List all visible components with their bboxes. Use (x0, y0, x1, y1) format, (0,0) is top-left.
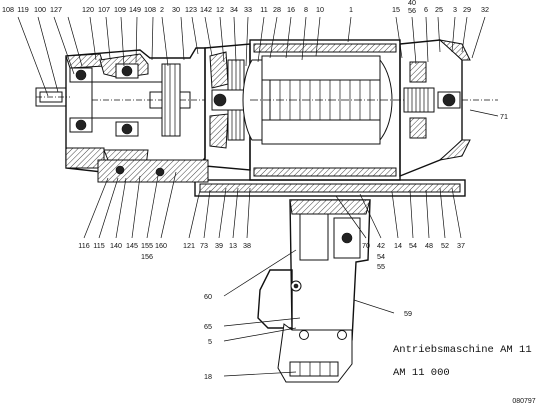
callout-label: 33 (244, 5, 252, 14)
document-id: 080797 (512, 398, 535, 405)
callout-label: 15 (392, 5, 400, 14)
callout-label: 39 (215, 241, 223, 250)
callout-label: 73 (200, 241, 208, 250)
callout-label: 25 (435, 5, 443, 14)
callout-label: 54 (409, 241, 417, 250)
callout-label: 127 (50, 5, 62, 14)
callout-label: 108 (144, 5, 156, 14)
callout-label: 140 (110, 241, 122, 250)
callout-label: 145 (126, 241, 138, 250)
bottom-callouts: 116 115 140 145 155 160 121 73 39 13 38 … (78, 241, 465, 271)
top-callouts: 108 119 100 127 120 107 109 149 108 2 30… (2, 0, 489, 15)
callout-label: 123 (185, 5, 197, 14)
callout-label: 1 (349, 5, 353, 14)
callout-label: 54 (377, 252, 385, 261)
callout-label: 52 (441, 241, 449, 250)
callout-label: 107 (98, 5, 110, 14)
callout-label: 6 (424, 5, 428, 14)
callout-label: 40 (408, 0, 416, 7)
callout-label: 37 (457, 241, 465, 250)
handle (257, 199, 371, 383)
callout-label: 28 (273, 5, 281, 14)
callout-label: 156 (141, 252, 153, 261)
callout-label: 12 (216, 5, 224, 14)
callout-label: 65 (204, 322, 212, 331)
callout-label: 116 (78, 241, 89, 250)
motor-assembly (35, 39, 498, 383)
gear-housing (65, 47, 206, 177)
callout-label: 42 (377, 241, 385, 250)
callout-label: 16 (287, 5, 295, 14)
callout-label: 14 (394, 241, 402, 250)
callout-label: 38 (243, 241, 251, 250)
callout-label: 149 (129, 5, 141, 14)
callout-label: 2 (160, 5, 164, 14)
callout-label: 115 (93, 241, 104, 250)
base-plate (97, 159, 466, 197)
side-callouts: 60 65 5 59 18 71 (204, 112, 508, 381)
callout-label: 70 (362, 241, 370, 250)
drawing-code: AM 11 000 (393, 367, 450, 379)
leader-lines (17, 16, 499, 377)
axis-label: 71 (500, 112, 508, 121)
callout-label: 60 (204, 292, 212, 301)
output-shaft (35, 87, 70, 107)
callout-label: 18 (204, 372, 212, 381)
callout-label: 3 (453, 5, 457, 14)
callout-label: 5 (208, 337, 212, 346)
callout-label: 120 (82, 5, 94, 14)
callout-label: 10 (316, 5, 324, 14)
callout-label: 55 (377, 262, 385, 271)
callout-label: 155 (141, 241, 153, 250)
callout-label: 29 (463, 5, 471, 14)
callout-label: 34 (230, 5, 238, 14)
callout-label: 13 (229, 241, 237, 250)
callout-label: 11 (260, 5, 267, 14)
fan-section (204, 43, 253, 171)
callout-label: 8 (304, 5, 308, 14)
title-block: Antriebsmaschine AM 11 AM 11 000 080797 (393, 344, 536, 405)
callout-label: 100 (34, 5, 46, 14)
callout-label: 119 (17, 5, 28, 14)
stator-housing (242, 39, 410, 181)
callout-label: 30 (172, 5, 180, 14)
callout-label: 160 (155, 241, 167, 250)
callout-label: 121 (183, 241, 195, 250)
drawing-title: Antriebsmaschine AM 11 (393, 344, 532, 356)
callout-label: 32 (481, 5, 489, 14)
callout-label: 108 (2, 5, 14, 14)
callout-label: 48 (425, 241, 433, 250)
callout-label: 56 (408, 6, 416, 15)
callout-label: 142 (200, 5, 212, 14)
commutator-end (399, 39, 498, 178)
callout-label: 109 (114, 5, 126, 14)
callout-label: 59 (404, 309, 412, 318)
